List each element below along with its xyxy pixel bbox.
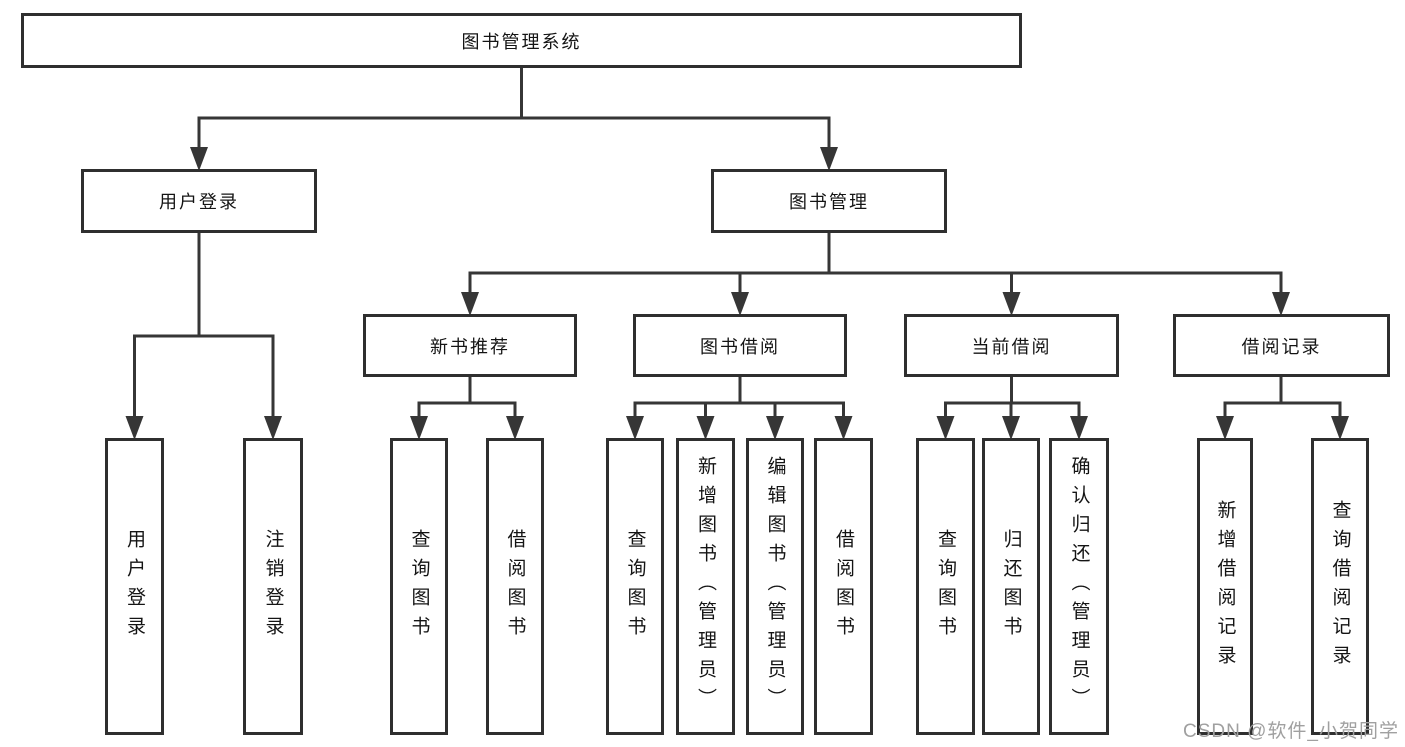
node-label: 新增图书（管理员） <box>695 456 716 717</box>
arrow-head-icon <box>626 416 644 440</box>
arrow-head-icon <box>410 416 428 440</box>
node-label: 借阅图书 <box>833 528 854 645</box>
arrow-head-icon <box>696 416 715 440</box>
node-label: 图书借阅 <box>700 336 780 357</box>
arrow-head-icon <box>766 416 784 440</box>
arrow-head-icon <box>190 147 208 171</box>
node-root-library-system: 图书管理系统 <box>21 13 1022 68</box>
node-label: 新增借阅记录 <box>1214 499 1236 674</box>
arrow-head-icon <box>834 416 853 440</box>
leaf-edit-book-admin: 编辑图书（管理员） <box>746 438 804 735</box>
node-label: 用户登录 <box>159 192 239 212</box>
arrow-head-icon <box>125 416 144 440</box>
arrow-head-icon <box>1272 292 1290 316</box>
node-new-book-recommend: 新书推荐 <box>363 314 577 377</box>
arrow-head-icon <box>1216 416 1234 440</box>
node-label: 查询图书 <box>935 528 956 645</box>
node-label: 注销登录 <box>262 528 284 645</box>
arrow-head-icon <box>1070 416 1088 440</box>
node-label: 编辑图书（管理员） <box>764 456 786 717</box>
arrow-head-icon <box>461 292 479 316</box>
node-label: 确认归还（管理员） <box>1068 456 1090 717</box>
node-book-management-branch: 图书管理 <box>711 169 947 233</box>
arrow-head-icon <box>1002 416 1020 440</box>
node-label: 图书管理系统 <box>461 31 582 52</box>
leaf-return-books: 归还图书 <box>982 438 1040 735</box>
node-label: 新书推荐 <box>430 336 510 357</box>
leaf-logout: 注销登录 <box>243 438 303 735</box>
node-label: 归还图书 <box>1000 528 1022 645</box>
node-label: 图书管理 <box>789 192 869 212</box>
node-label: 借阅记录 <box>1241 336 1322 357</box>
leaf-query-borrow-record: 查询借阅记录 <box>1311 438 1369 735</box>
arrow-head-icon <box>731 292 749 316</box>
node-label: 借阅图书 <box>504 528 526 645</box>
arrow-head-icon <box>264 416 282 440</box>
leaf-borrow-books-1: 借阅图书 <box>486 438 544 735</box>
leaf-query-books-1: 查询图书 <box>390 438 448 735</box>
node-label: 查询图书 <box>408 528 430 645</box>
leaf-borrow-books-2: 借阅图书 <box>814 438 873 735</box>
node-label: 用户登录 <box>124 528 145 645</box>
csdn-watermark: CSDN @软件_小贺同学 <box>1183 721 1399 742</box>
node-borrowing-records: 借阅记录 <box>1173 314 1390 377</box>
arrow-head-icon <box>936 416 955 440</box>
node-current-borrowing: 当前借阅 <box>904 314 1119 377</box>
arrow-head-icon <box>1002 292 1021 316</box>
leaf-add-borrow-record: 新增借阅记录 <box>1197 438 1253 735</box>
leaf-confirm-return-admin: 确认归还（管理员） <box>1049 438 1109 735</box>
leaf-query-books-2: 查询图书 <box>606 438 664 735</box>
node-book-borrowing: 图书借阅 <box>633 314 847 377</box>
arrow-head-icon <box>506 416 524 440</box>
leaf-user-login: 用户登录 <box>105 438 164 735</box>
arrow-head-icon <box>1331 416 1349 440</box>
arrow-head-icon <box>820 147 838 171</box>
leaf-add-book-admin: 新增图书（管理员） <box>676 438 735 735</box>
leaf-query-books-3: 查询图书 <box>916 438 975 735</box>
node-user-login-branch: 用户登录 <box>81 169 317 233</box>
node-label: 查询借阅记录 <box>1329 499 1351 674</box>
node-label: 当前借阅 <box>971 336 1052 357</box>
node-label: 查询图书 <box>624 528 646 645</box>
